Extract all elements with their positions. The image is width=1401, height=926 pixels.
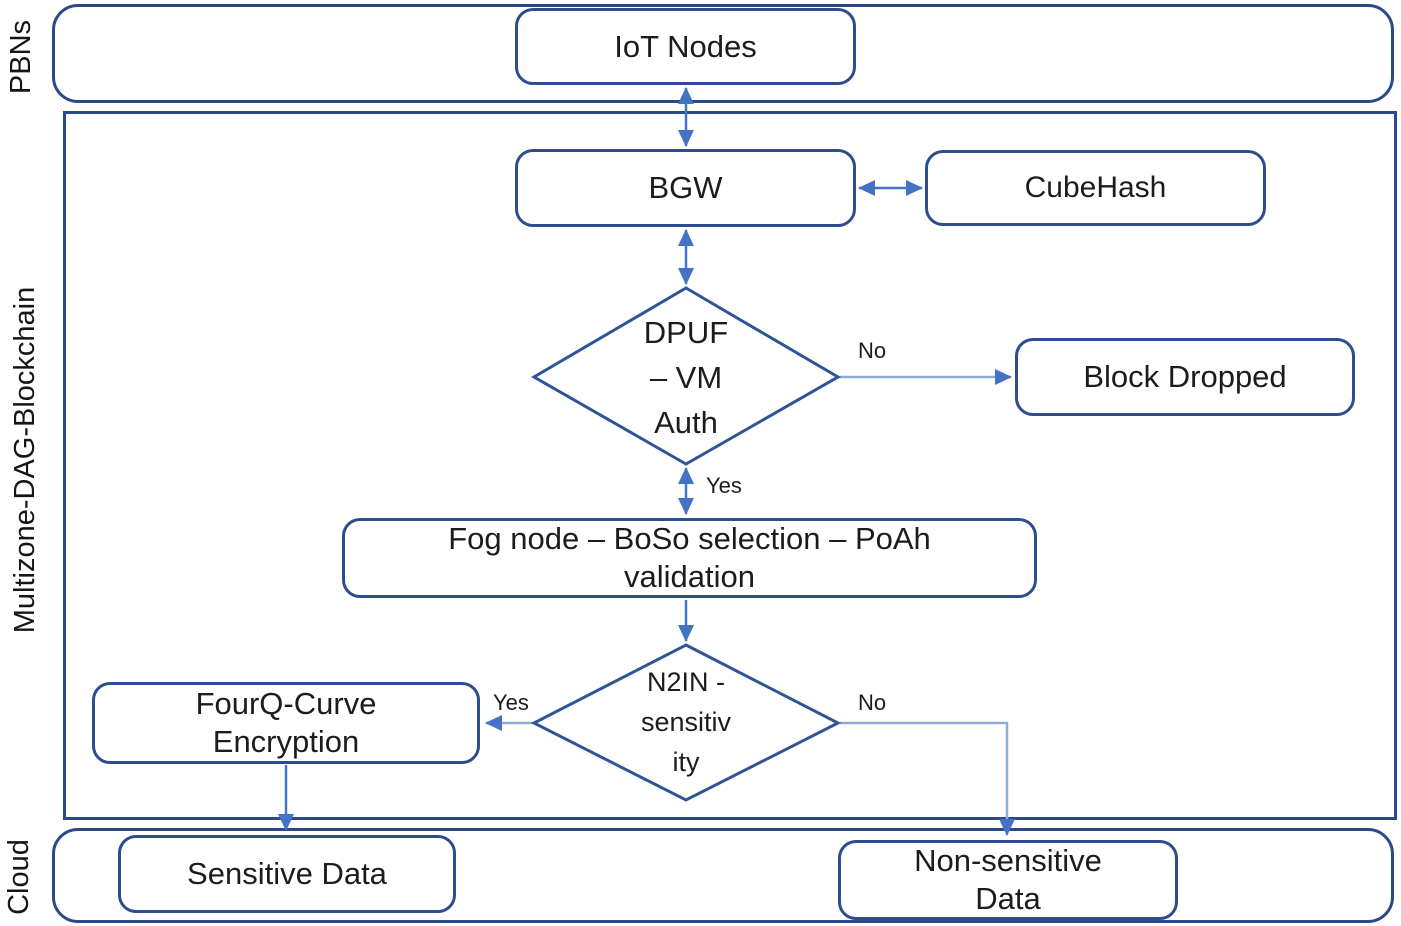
node-fourq-line1: FourQ-Curve (195, 686, 377, 721)
node-fog-boso-poah: Fog node – BoSo selection – PoAh validat… (342, 518, 1037, 598)
diamond-n2in-line3: ity (672, 747, 700, 777)
node-non-sensitive-data: Non-sensitive Data (838, 840, 1178, 920)
diamond-n2in-line2: sensitiv (640, 707, 732, 737)
diamond-dpuf-vm-auth (531, 286, 841, 466)
node-sensitive-data: Sensitive Data (118, 835, 456, 913)
lane-label-multizone-dag-blockchain: Multizone-DAG-Blockchain (9, 286, 41, 634)
node-cubehash: CubeHash (925, 150, 1266, 226)
node-fourq-curve-encryption: FourQ-Curve Encryption (92, 682, 480, 764)
edge-label-n2in-no: No (858, 690, 887, 715)
node-iot-nodes-label: IoT Nodes (614, 28, 757, 64)
edge-label-dpuf-yes: Yes (706, 473, 742, 498)
node-iot-nodes: IoT Nodes (515, 8, 856, 85)
node-bgw-label: BGW (648, 170, 723, 205)
edge-n2in-no-non-sensitive (840, 721, 1015, 836)
node-block-dropped: Block Dropped (1015, 338, 1355, 416)
diamond-dpuf-line2: – VM (649, 360, 723, 395)
diamond-dpuf-line3: Auth (654, 405, 718, 440)
lane-pbns (52, 4, 1394, 103)
lane-label-pbns: PBNs (5, 19, 37, 95)
node-bgw: BGW (515, 149, 856, 227)
diamond-n2in-line1: N2IN - (646, 667, 725, 697)
lane-label-cloud: Cloud (3, 839, 35, 915)
diamond-dpuf-text: DPUF – VM Auth (586, 310, 786, 445)
node-fog-boso-poah-line1: Fog node – BoSo selection – PoAh (448, 521, 931, 556)
node-sensitive-data-label: Sensitive Data (187, 856, 387, 891)
diamond-n2in-text: N2IN - sensitiv ity (586, 662, 786, 782)
node-non-sensitive-line1: Non-sensitive (914, 843, 1102, 878)
diamond-n2in-sensitivity (530, 643, 842, 802)
node-fog-boso-poah-line2: validation (624, 559, 755, 594)
edge-label-dpuf-no: No (858, 338, 887, 363)
node-cubehash-label: CubeHash (1024, 171, 1167, 204)
node-block-dropped-label: Block Dropped (1083, 359, 1287, 394)
edge-label-n2in-yes: Yes (493, 690, 529, 715)
node-fourq-line2: Encryption (212, 724, 360, 759)
lane-multizone-dag-blockchain (63, 111, 1397, 820)
diamond-dpuf-line1: DPUF (643, 315, 729, 350)
node-non-sensitive-line2: Data (975, 881, 1041, 916)
lane-cloud (52, 828, 1394, 923)
